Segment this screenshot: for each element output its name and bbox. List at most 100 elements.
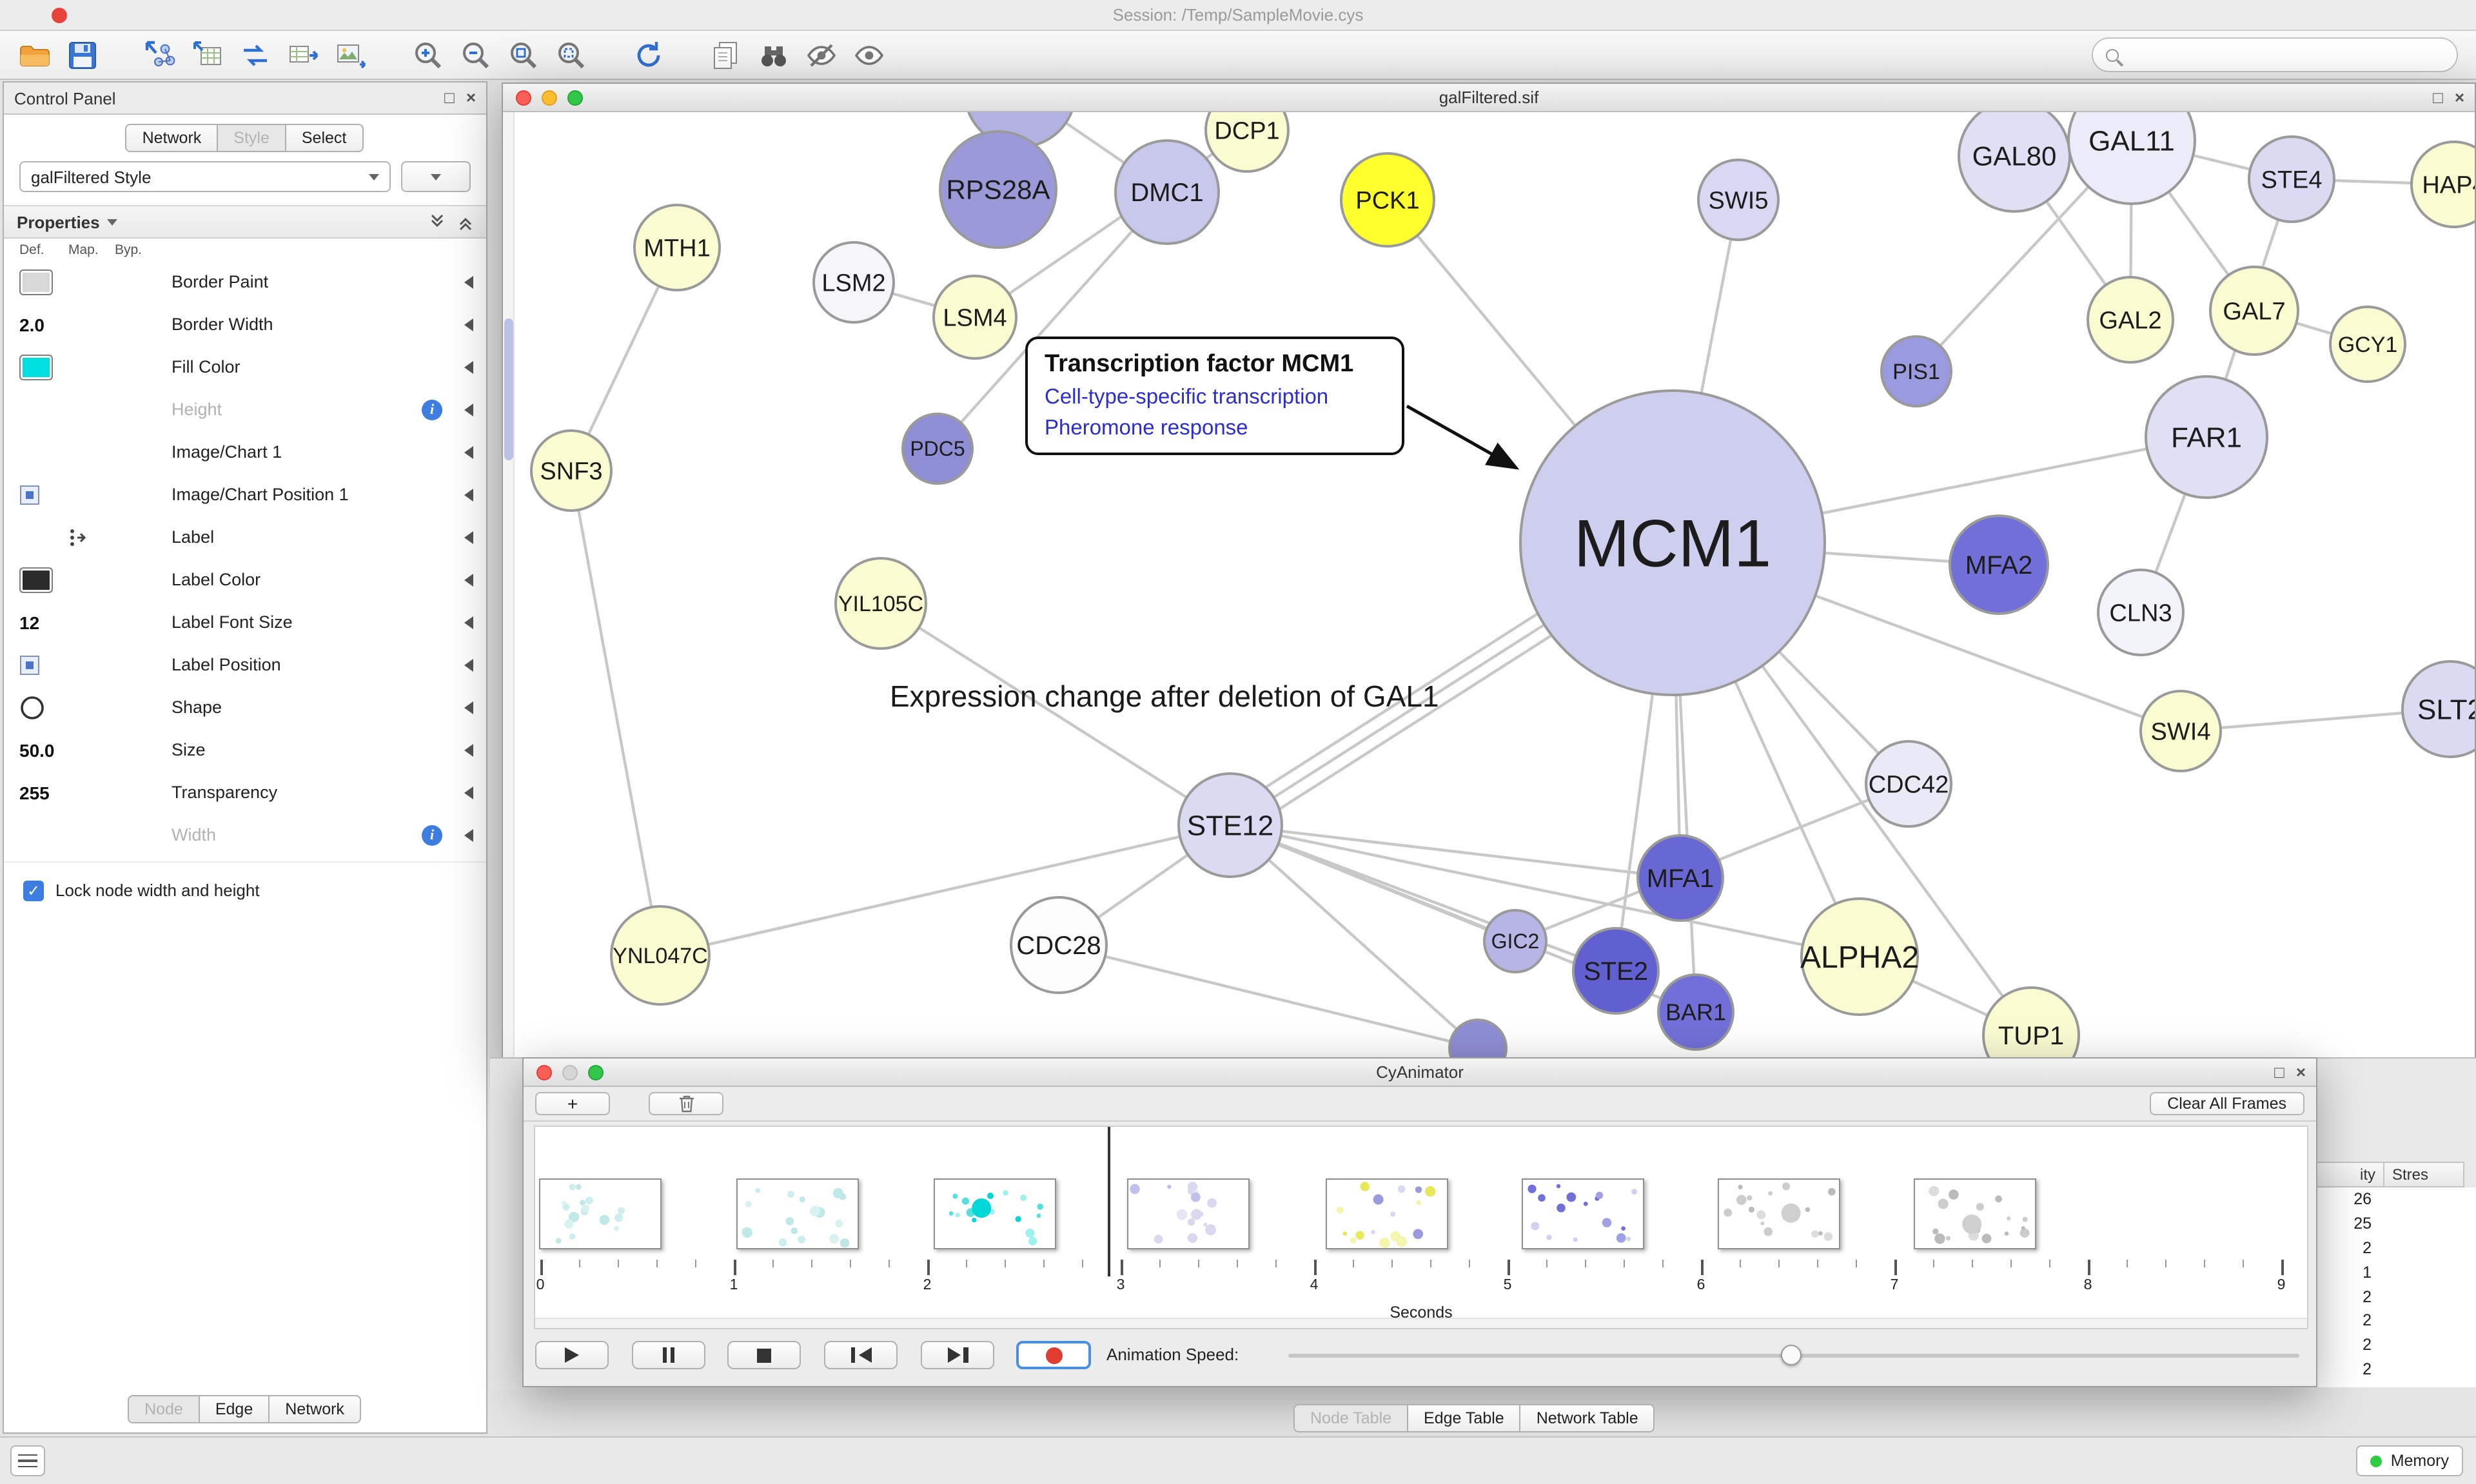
color-swatch[interactable]: [19, 567, 53, 592]
expand-row-icon[interactable]: [458, 701, 473, 714]
node-STE4[interactable]: STE4: [2248, 135, 2335, 223]
node-PDC5[interactable]: PDC5: [901, 413, 974, 485]
node-LSM4[interactable]: LSM4: [932, 275, 1017, 360]
minimize-window-button[interactable]: [542, 90, 557, 106]
zoom-out-button[interactable]: [454, 35, 498, 74]
expand-row-icon[interactable]: [458, 786, 473, 799]
expand-row-icon[interactable]: [458, 488, 473, 501]
first-frame-button[interactable]: [824, 1341, 898, 1369]
expand-all-icon[interactable]: [458, 213, 473, 230]
node-SLT2[interactable]: SLT2: [2401, 660, 2475, 758]
expand-row-icon[interactable]: [458, 531, 473, 543]
timeline-scrollbar[interactable]: [535, 1318, 2307, 1328]
node-STE2[interactable]: STE2: [1572, 927, 1660, 1015]
property-row-image-chart-position-1[interactable]: Image/Chart Position 1: [4, 473, 486, 516]
style-options-button[interactable]: [401, 161, 471, 192]
zoom-selected-button[interactable]: [549, 35, 593, 74]
annotation-link[interactable]: Pheromone response: [1045, 416, 1248, 440]
node-YNL047C[interactable]: YNL047C: [610, 905, 711, 1006]
style-tab-network[interactable]: Network: [268, 1395, 361, 1423]
zoom-fit-button[interactable]: [502, 35, 545, 74]
close-view-icon[interactable]: ×: [2295, 1062, 2306, 1082]
stop-button[interactable]: [727, 1341, 801, 1369]
record-button[interactable]: [1016, 1341, 1091, 1369]
node-CDC42[interactable]: CDC42: [1865, 740, 1952, 828]
frame-thumbnail-8[interactable]: [1914, 1178, 2036, 1249]
node-CDC28[interactable]: CDC28: [1010, 896, 1108, 994]
frame-thumbnail-6[interactable]: [1522, 1178, 1644, 1249]
expand-row-icon[interactable]: [458, 275, 473, 288]
close-panel-icon[interactable]: ×: [466, 88, 476, 107]
play-button[interactable]: [535, 1341, 609, 1369]
float-panel-icon[interactable]: □: [444, 88, 455, 107]
node-GAL7[interactable]: GAL7: [2209, 266, 2299, 356]
export-image-button[interactable]: [329, 35, 373, 74]
lock-size-checkbox[interactable]: ✓: [23, 880, 44, 901]
node-CLN3[interactable]: CLN3: [2097, 569, 2185, 656]
pause-button[interactable]: [632, 1341, 705, 1369]
expand-row-icon[interactable]: [458, 403, 473, 416]
copy-button[interactable]: [704, 35, 748, 74]
node-FAR1[interactable]: FAR1: [2145, 375, 2268, 499]
property-row-border-paint[interactable]: Border Paint: [4, 260, 486, 303]
open-session-button[interactable]: [13, 35, 57, 74]
zoom-in-button[interactable]: [406, 35, 450, 74]
find-button[interactable]: [752, 35, 796, 74]
zoom-window-button[interactable]: [567, 90, 583, 106]
last-frame-button[interactable]: [921, 1341, 994, 1369]
network-canvas[interactable]: RPS28BDCP1RPS28ADMC1PCK1SWI5GAL80GAL11ST…: [503, 112, 2475, 1061]
zoom-window-button[interactable]: [588, 1065, 604, 1080]
expand-row-icon[interactable]: [458, 616, 473, 629]
table-row[interactable]: 2: [2363, 1238, 2372, 1257]
hide-selected-button[interactable]: [800, 35, 843, 74]
node-HAP4[interactable]: HAP4: [2410, 141, 2475, 228]
node-LSM2[interactable]: LSM2: [812, 241, 895, 324]
color-swatch[interactable]: [19, 269, 53, 295]
close-window-button[interactable]: [536, 1065, 552, 1080]
show-all-button[interactable]: [847, 35, 891, 74]
property-row-label-position[interactable]: Label Position: [4, 643, 486, 686]
add-frame-button[interactable]: +: [535, 1092, 610, 1115]
table-row[interactable]: 25: [2353, 1215, 2372, 1233]
node-DMC1[interactable]: DMC1: [1114, 139, 1220, 245]
close-window-button[interactable]: [516, 90, 531, 106]
style-tab-node[interactable]: Node: [128, 1395, 200, 1423]
table-column-header[interactable]: ity: [2317, 1162, 2384, 1187]
node-SWI4[interactable]: SWI4: [2139, 690, 2222, 772]
animation-speed-slider[interactable]: [1288, 1341, 2299, 1369]
search-input[interactable]: [2119, 46, 2457, 64]
frame-thumbnail-2[interactable]: [736, 1178, 859, 1249]
playhead[interactable]: [1108, 1127, 1110, 1276]
node-GCY1[interactable]: GCY1: [2329, 306, 2406, 383]
frame-thumbnail-5[interactable]: [1326, 1178, 1448, 1249]
node-NODE_X[interactable]: [1448, 1019, 1508, 1061]
node-GAL80[interactable]: GAL80: [1958, 112, 2071, 213]
properties-header[interactable]: Properties: [4, 205, 486, 239]
style-selector-dropdown[interactable]: galFiltered Style: [19, 161, 391, 192]
slider-handle[interactable]: [1781, 1345, 1802, 1365]
table-row[interactable]: 2: [2363, 1360, 2372, 1378]
export-table-button[interactable]: [281, 35, 325, 74]
node-MTH1[interactable]: MTH1: [633, 204, 721, 291]
expand-row-icon[interactable]: [458, 658, 473, 671]
node-ALPHA2[interactable]: ALPHA2: [1800, 897, 1919, 1016]
node-SWI5[interactable]: SWI5: [1697, 159, 1780, 241]
table-row[interactable]: 1: [2363, 1263, 2372, 1282]
node-STE12[interactable]: STE12: [1177, 772, 1283, 878]
node-PCK1[interactable]: PCK1: [1340, 152, 1435, 248]
frame-thumbnail-7[interactable]: [1718, 1178, 1840, 1249]
clear-all-frames-button[interactable]: Clear All Frames: [2149, 1092, 2304, 1115]
table-row[interactable]: 2: [2363, 1287, 2372, 1306]
node-GAL11[interactable]: GAL11: [2067, 112, 2196, 205]
collapse-all-icon[interactable]: [429, 213, 445, 230]
frame-thumbnail-4[interactable]: [1127, 1178, 1250, 1249]
scrollbar-thumb[interactable]: [504, 318, 513, 460]
node-RPS28A[interactable]: RPS28A: [939, 130, 1057, 249]
table-row[interactable]: 2: [2363, 1336, 2372, 1354]
property-row-shape[interactable]: Shape: [4, 686, 486, 728]
